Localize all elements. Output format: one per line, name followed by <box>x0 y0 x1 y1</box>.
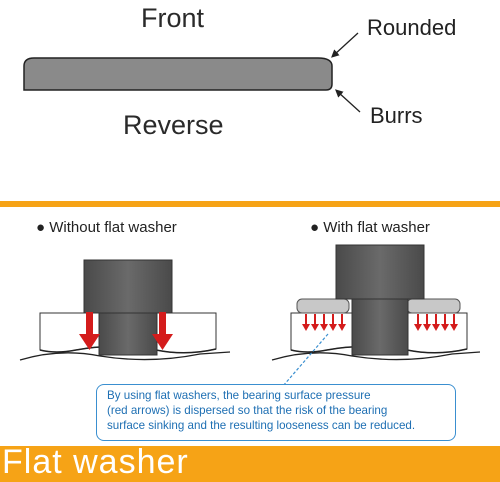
note-line-2: (red arrows) is dispersed so that the ri… <box>107 404 388 417</box>
title-banner <box>0 446 500 482</box>
right-bolt-head <box>335 244 425 300</box>
left-pressure-arrows <box>79 312 173 350</box>
front-label: Front <box>141 3 205 33</box>
explanation-note: By using flat washers, the bearing surfa… <box>96 384 456 441</box>
left-panel-heading: ● Without flat washer <box>36 219 177 236</box>
right-bolt-shank <box>351 298 409 356</box>
left-lower-wave <box>19 351 231 361</box>
washer-right-half <box>406 298 461 314</box>
section-divider <box>0 201 500 207</box>
note-line-1: By using flat washers, the bearing surfa… <box>107 389 371 402</box>
left-bolt-head <box>83 259 173 314</box>
left-bolt-shank <box>98 312 158 356</box>
right-lower-wave <box>271 351 481 361</box>
right-pressure-arrows <box>302 314 458 331</box>
burrs-label: Burrs <box>370 103 423 128</box>
burrs-pointer-arrow <box>335 89 361 113</box>
rounded-pointer-arrow <box>331 32 359 58</box>
banner-title: Flat washer <box>2 443 189 481</box>
note-line-3: surface sinking and the resulting loosen… <box>107 419 416 432</box>
right-panel-heading: ● With flat washer <box>310 219 430 236</box>
rounded-label: Rounded <box>367 15 456 40</box>
reverse-label: Reverse <box>123 110 224 140</box>
washer-cross-section <box>23 57 333 91</box>
callout-leader-line <box>282 333 329 387</box>
washer-left-half <box>296 298 350 314</box>
